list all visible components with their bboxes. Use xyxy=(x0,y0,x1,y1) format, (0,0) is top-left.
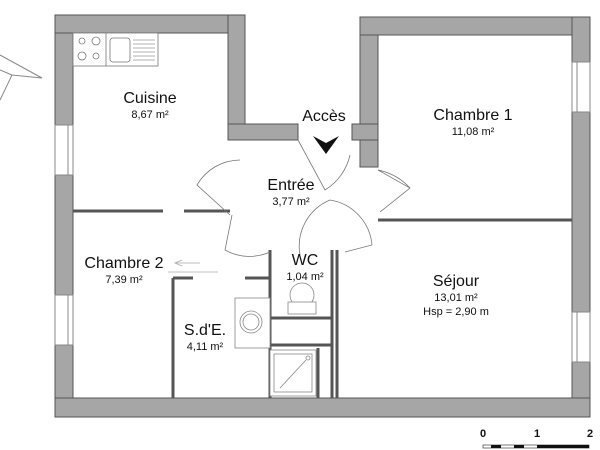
shower-icon xyxy=(269,349,317,397)
chambre2-arrow-icon xyxy=(168,259,218,273)
washing-machine-icon xyxy=(234,297,271,349)
room-name: S.d'E. xyxy=(183,322,227,339)
room-area: 4,11 m² xyxy=(186,341,224,353)
access-arrow-icon xyxy=(313,136,339,154)
room-chambre2: Chambre 2 7,39 m² xyxy=(84,255,163,287)
exterior-walls xyxy=(54,14,591,418)
scale-tick-0: 0 xyxy=(479,428,487,440)
kitchen-counter xyxy=(72,32,159,67)
access-label: Accès xyxy=(302,108,346,125)
room-chambre1: Chambre 1 11,08 m² xyxy=(433,107,512,139)
room-area: 7,39 m² xyxy=(105,274,143,286)
room-sde: S.d'E. 4,11 m² xyxy=(184,322,226,354)
scale-tick-2: 2 xyxy=(586,428,594,440)
room-name: Entrée xyxy=(267,177,315,194)
room-wc: WC 1,04 m² xyxy=(286,252,323,284)
windows xyxy=(54,61,591,363)
room-sejour: Séjour 13,01 m² Hsp = 2,90 m xyxy=(423,273,489,319)
room-area: 13,01 m² xyxy=(434,292,478,304)
room-area: 8,67 m² xyxy=(131,109,169,121)
room-name: Cuisine xyxy=(123,90,177,107)
room-name: Chambre 1 xyxy=(433,107,513,124)
toilet-icon xyxy=(287,282,317,315)
ceiling-height: Hsp = 2,90 m xyxy=(423,306,489,318)
interior-walls xyxy=(73,209,572,398)
room-area: 3,77 m² xyxy=(272,196,310,208)
room-name: WC xyxy=(291,252,319,269)
scale-tick-1: 1 xyxy=(533,428,541,440)
room-area: 1,04 m² xyxy=(286,271,324,283)
door-swings xyxy=(196,139,411,257)
room-area: 11,08 m² xyxy=(451,126,495,138)
scale-bar xyxy=(482,444,590,449)
room-name: Chambre 2 xyxy=(84,255,164,272)
north-arrow-icon xyxy=(0,54,43,101)
room-cuisine: Cuisine 8,67 m² xyxy=(123,90,176,122)
room-name: Séjour xyxy=(432,273,480,290)
room-entree: Entrée 3,77 m² xyxy=(267,177,314,209)
